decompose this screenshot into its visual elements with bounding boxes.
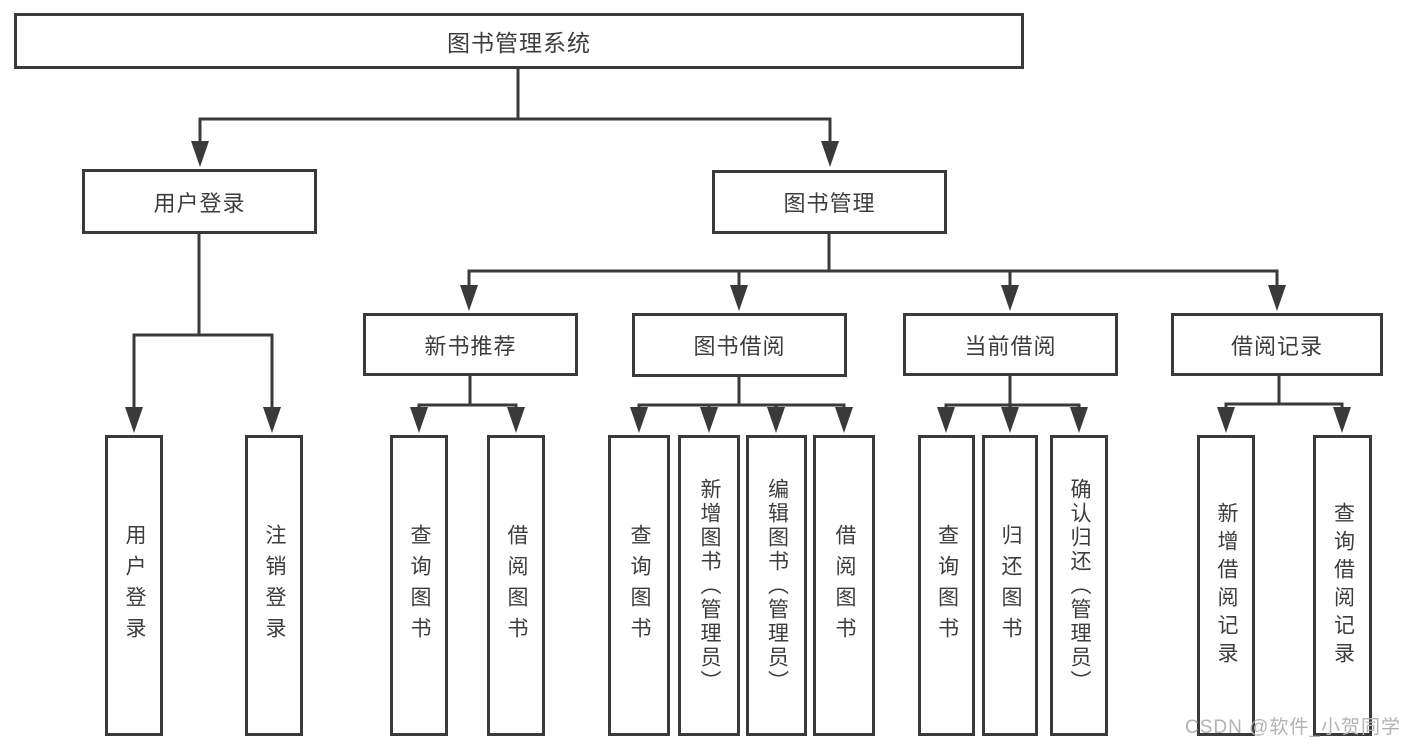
leaf-label: 新增借阅记录 (1215, 501, 1238, 670)
node-label: 新书推荐 (424, 333, 517, 359)
node-current-borrowing: 当前借阅 (903, 313, 1118, 376)
node-borrowing-records: 借阅记录 (1171, 313, 1383, 376)
leaf-label: 查询图书 (935, 523, 959, 648)
leaf-query-books-current: 查询图书 (918, 435, 975, 736)
leaf-logout: 注销登录 (245, 435, 303, 736)
leaf-label: 编辑图书（管理员） (765, 477, 789, 694)
leaf-label: 确认归还（管理员） (1068, 477, 1091, 694)
leaf-query-books-recommend: 查询图书 (390, 435, 448, 736)
node-book-management: 图书管理 (712, 170, 947, 234)
node-label: 图书管理系统 (447, 30, 591, 56)
node-user-login: 用户登录 (82, 169, 317, 234)
node-label: 当前借阅 (964, 333, 1057, 359)
leaf-borrow-books-recommend: 借阅图书 (487, 435, 545, 736)
leaf-confirm-return-admin: 确认归还（管理员） (1050, 435, 1108, 736)
leaf-add-books-admin: 新增图书（管理员） (678, 435, 740, 736)
node-library-management-system: 图书管理系统 (14, 13, 1024, 69)
leaf-user-login: 用户登录 (105, 435, 163, 736)
leaf-return-books: 归还图书 (982, 435, 1038, 736)
leaf-query-books-borrowing: 查询图书 (608, 435, 670, 736)
leaf-edit-books-admin: 编辑图书（管理员） (746, 435, 807, 736)
leaf-query-borrow-record: 查询借阅记录 (1313, 435, 1372, 736)
leaf-add-borrow-record: 新增借阅记录 (1197, 435, 1255, 736)
node-new-book-recommendation: 新书推荐 (363, 313, 578, 376)
node-label: 图书借阅 (693, 334, 786, 359)
leaf-label: 查询借阅记录 (1331, 501, 1355, 670)
leaf-label: 用户登录 (123, 523, 146, 648)
leaf-label: 查询图书 (408, 523, 431, 648)
node-book-borrowing: 图书借阅 (632, 313, 847, 377)
node-label: 借阅记录 (1230, 333, 1323, 359)
arrowheads (125, 141, 1351, 433)
node-label: 图书管理 (783, 191, 876, 216)
leaf-label: 借阅图书 (833, 523, 856, 648)
leaf-label: 借阅图书 (505, 523, 528, 648)
leaf-label: 归还图书 (999, 523, 1022, 648)
leaf-label: 新增图书（管理员） (698, 477, 721, 694)
csdn-watermark: CSDN @软件_小贺同学 (1185, 717, 1401, 738)
leaf-label: 查询图书 (628, 523, 651, 648)
leaf-label: 注销登录 (263, 523, 286, 648)
leaf-borrow-books: 借阅图书 (813, 435, 875, 736)
node-label: 用户登录 (153, 190, 246, 216)
